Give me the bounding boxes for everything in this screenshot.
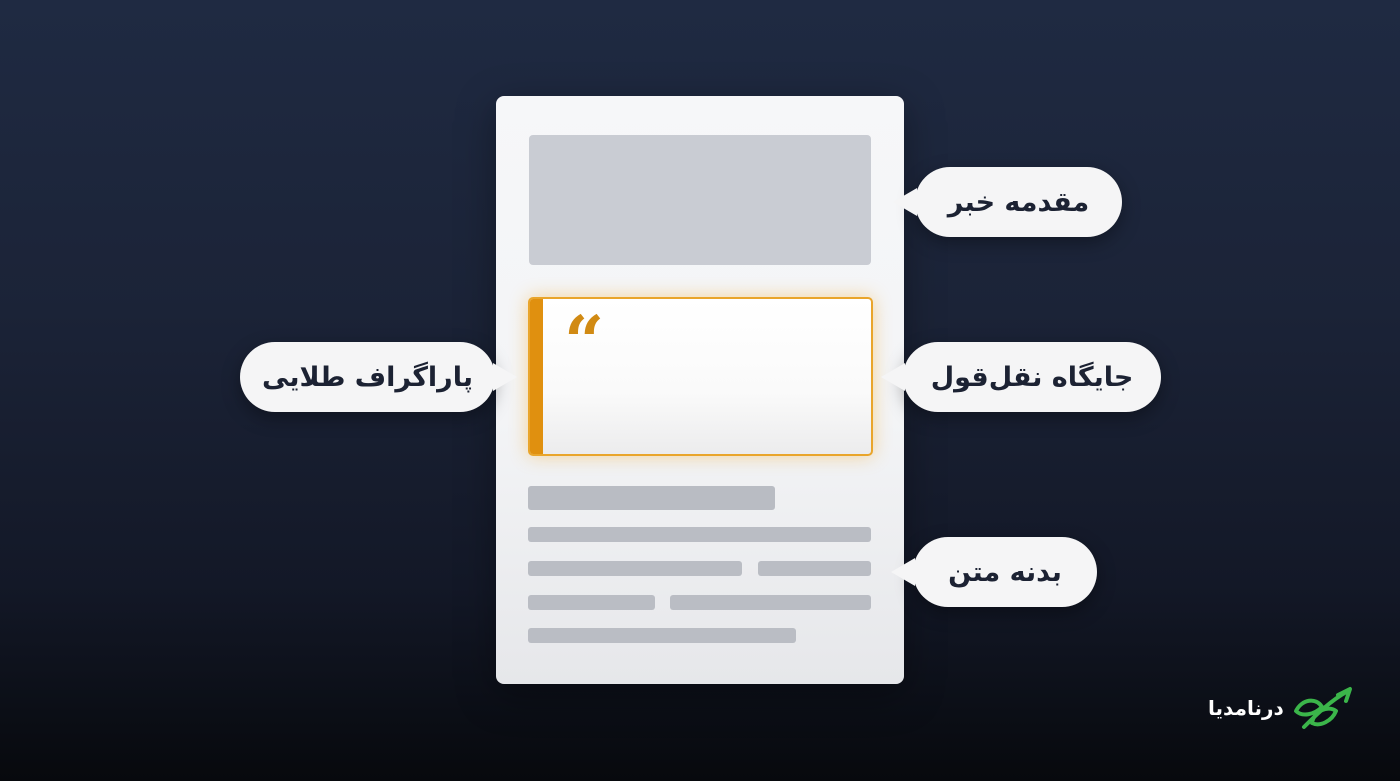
- article-layout-card: “: [496, 96, 904, 684]
- quote-slot-label-bubble: جایگاه نقل‌قول: [881, 342, 1161, 412]
- quote-slot-label: جایگاه نقل‌قول: [930, 361, 1134, 393]
- body-text-line: [528, 527, 871, 542]
- body-text-label: بدنه متن: [948, 556, 1062, 588]
- body-text-line: [528, 561, 742, 576]
- quote-accent-bar: [530, 299, 543, 454]
- body-text-label-bubble: بدنه متن: [891, 537, 1097, 607]
- body-text-line: [528, 628, 796, 643]
- body-heading-line: [528, 486, 775, 510]
- brand-logo: درنامدیا: [1208, 684, 1354, 732]
- quote-highlight-block: “: [528, 297, 873, 456]
- brand-name: درنامدیا: [1208, 696, 1284, 720]
- leaf-icon: [1293, 687, 1352, 729]
- body-text-line: [670, 595, 871, 610]
- lead-label: مقدمه خبر: [947, 186, 1090, 218]
- lead-placeholder-block: [529, 135, 871, 265]
- lead-label-bubble: مقدمه خبر: [893, 167, 1122, 237]
- body-text-line: [758, 561, 871, 576]
- body-text-line: [528, 595, 655, 610]
- golden-paragraph-label: پاراگراف طلایی: [262, 361, 473, 393]
- golden-paragraph-label-bubble: پاراگراف طلایی: [240, 342, 517, 412]
- quote-mark-icon: “: [564, 300, 605, 383]
